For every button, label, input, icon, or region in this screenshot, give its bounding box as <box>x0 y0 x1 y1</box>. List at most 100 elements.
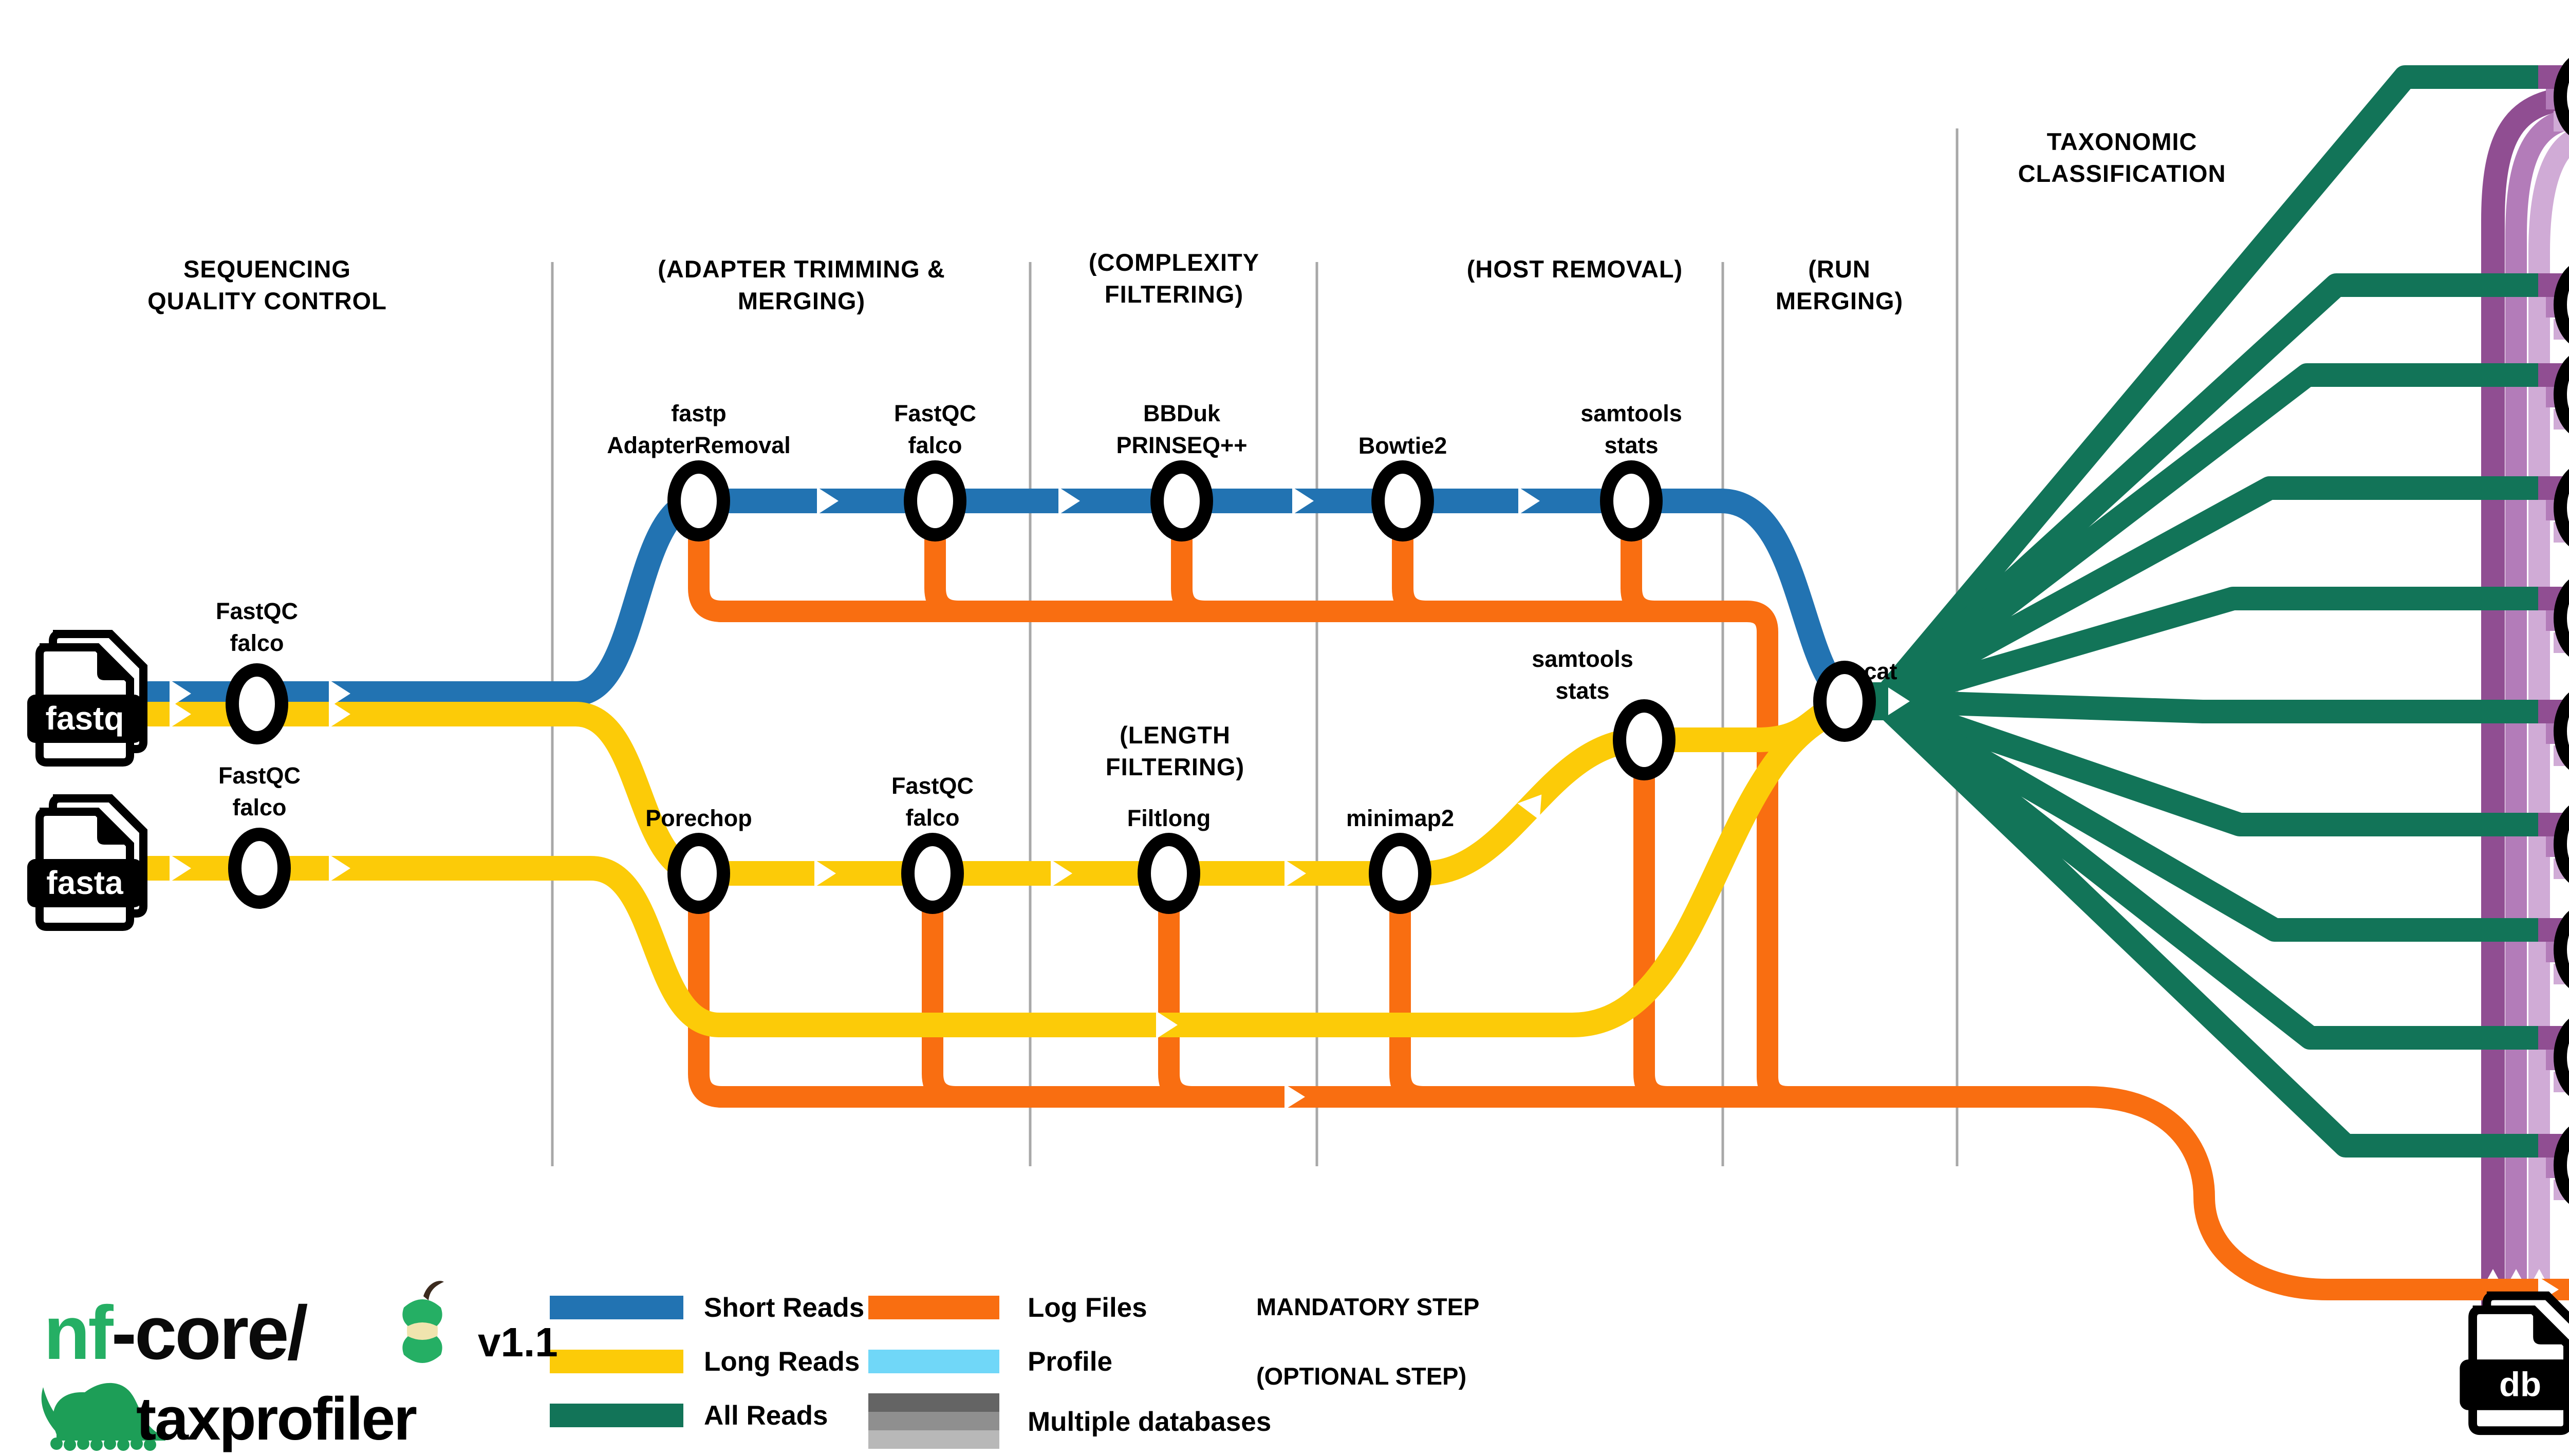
qc-node-label-line: samtools <box>1580 400 1682 426</box>
qc-node-label: Bowtie2 <box>1358 433 1447 459</box>
station-node <box>1813 661 1876 742</box>
logo-core: -core/ <box>111 1291 308 1375</box>
optional-step-label: (OPTIONAL STEP) <box>1256 1362 1466 1390</box>
fasta-file-icon: fasta <box>27 794 147 931</box>
legend-swatch <box>550 1296 683 1319</box>
all-reads-fan-line <box>1869 273 2569 713</box>
section-header: TAXONOMIC CLASSIFICATION <box>2018 128 2226 187</box>
aardvark-ground-4 <box>90 1439 103 1451</box>
qc-node-label: minimap2 <box>1346 805 1454 831</box>
log-arrow <box>1284 1084 1305 1110</box>
classifier-node <box>2554 1126 2569 1204</box>
station-node <box>1138 833 1200 914</box>
section-header-line: TAXONOMIC <box>2047 128 2198 155</box>
classifier-node <box>2554 910 2569 988</box>
qc-node-label: Porechop <box>645 805 752 831</box>
legend-label: Short Reads <box>704 1293 864 1323</box>
aardvark-ground-7 <box>131 1438 143 1450</box>
qc-node-label-line: minimap2 <box>1346 805 1454 831</box>
flow-arrow <box>329 680 350 707</box>
section-header-line: MERGING) <box>1776 287 1903 314</box>
classifier-row-malt: MALT <box>2538 579 2569 657</box>
aardvark-body <box>53 1383 165 1441</box>
legend-swatch <box>868 1350 999 1373</box>
section-header-line: MERGING) <box>738 287 865 314</box>
section-header-line: CLASSIFICATION <box>2018 160 2226 187</box>
log-lane-long-to-multiqc <box>711 1086 2569 1300</box>
section-header-line: (LENGTH <box>1120 721 1231 749</box>
flow-arrow <box>817 487 839 515</box>
logo-appname: taxprofiler <box>136 1385 417 1453</box>
aardvark-tail <box>41 1387 63 1433</box>
log-drop-porechop <box>688 875 733 1108</box>
legend-swatch <box>550 1404 683 1427</box>
steps-note: MANDATORY STEP (OPTIONAL STEP) <box>1256 1293 1479 1390</box>
file-band <box>27 859 142 907</box>
legend-swatch-multidb <box>868 1412 999 1430</box>
log-drop-filtlong <box>1158 875 1203 1108</box>
station-node <box>667 833 730 914</box>
section-header-line: (ADAPTER TRIMMING & <box>658 255 945 283</box>
section-header: (LENGTH FILTERING) <box>1106 721 1244 780</box>
all-reads-fan-line <box>1869 587 2569 713</box>
log-lines <box>688 503 2569 1300</box>
flow-arrow <box>1058 487 1080 515</box>
flow-arrow <box>1292 487 1314 515</box>
aardvark-ground-6 <box>117 1439 129 1451</box>
legend-swatch <box>868 1296 999 1319</box>
file-fold <box>97 647 130 680</box>
log-drop-samtools2 <box>1633 742 1678 1108</box>
section-header-line: (COMPLEXITY <box>1089 249 1259 276</box>
all-reads-fan-line <box>1869 689 2569 723</box>
qc-node-label-line: FastQC <box>894 400 976 426</box>
station-node <box>667 460 730 542</box>
apple-bottom <box>402 1336 442 1363</box>
logo-wordmark: nf-core/ <box>44 1291 308 1375</box>
classifier-node <box>2554 356 2569 434</box>
station-node <box>1369 833 1431 914</box>
long-reads-line-fastq <box>137 690 1872 886</box>
section-header-line: QUALITY CONTROL <box>147 287 387 314</box>
classifier-node <box>2554 469 2569 547</box>
file-label: fasta <box>46 864 123 901</box>
classifier-row-ganon: ganon <box>2538 1126 2569 1204</box>
flow-arrow-diagonal <box>1517 794 1542 820</box>
aardvark-ground-1 <box>50 1438 63 1450</box>
aardvark-icon <box>41 1383 165 1451</box>
legend-label-multidb: Multiple databases <box>1028 1407 1271 1437</box>
station-node <box>228 828 291 909</box>
file-fold <box>97 812 130 845</box>
aardvark-ground-2 <box>64 1439 76 1451</box>
legend-label: Long Reads <box>704 1347 860 1377</box>
aardvark-ground-3 <box>77 1438 89 1450</box>
all-reads-fan-line <box>1869 689 2569 1158</box>
qc-node-label-line: falco <box>905 805 959 831</box>
classifier-row-kraken2: Kraken2 <box>2538 266 2569 344</box>
section-header-line: FILTERING) <box>1105 281 1243 308</box>
file-band <box>27 695 142 743</box>
classifier-row-krakenuniq: KrakenUniq <box>2538 356 2569 434</box>
qc-node-label-line: fastp <box>671 400 727 426</box>
qc-node-label-line: stats <box>1555 678 1609 704</box>
classifier-row-kmcp: KMCP <box>2538 58 2569 136</box>
qc-node-label-line: falco <box>908 432 962 458</box>
qc-node-label-line: AdapterRemoval <box>607 432 791 458</box>
mandatory-step-label: MANDATORY STEP <box>1256 1293 1479 1320</box>
classifier-node <box>2554 692 2569 770</box>
qc-node-label-line: falco <box>232 794 286 820</box>
all-reads-fan-line <box>1869 363 2569 713</box>
qc-node-label-line: Bowtie2 <box>1358 433 1447 459</box>
all-reads-fan-line <box>1869 689 2569 942</box>
qc-node-label-line: PRINSEQ++ <box>1116 432 1247 458</box>
section-header: (ADAPTER TRIMMING & MERGING) <box>658 255 945 314</box>
section-header-line: FILTERING) <box>1106 753 1244 780</box>
logo-nf: nf <box>44 1291 114 1375</box>
logo: nf-core/ v1.1 taxprofiler <box>41 1281 558 1453</box>
